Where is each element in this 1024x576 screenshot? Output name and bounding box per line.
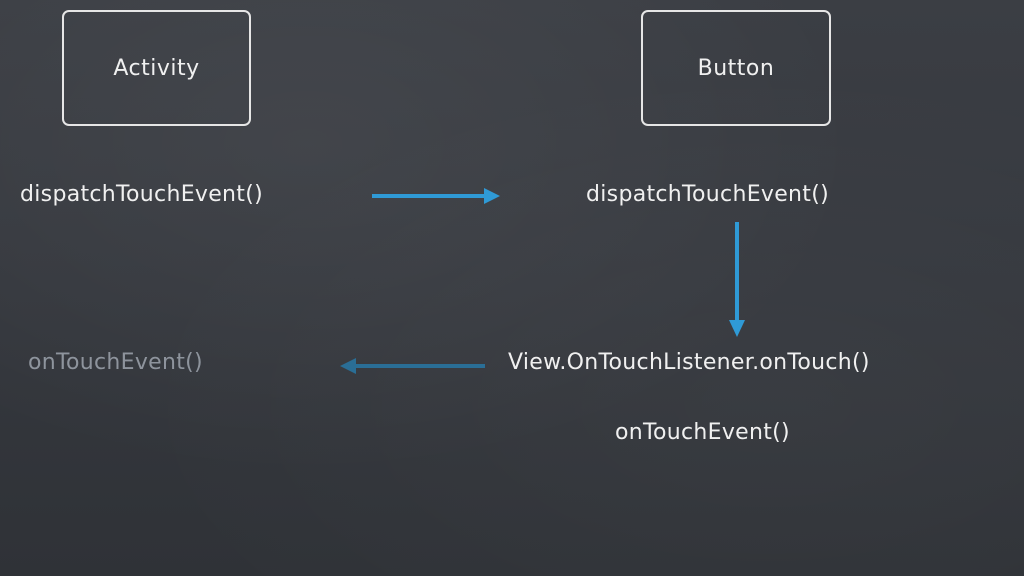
on-touch-listener-label: View.OnTouchListener.onTouch() xyxy=(508,350,870,375)
activity-node: Activity xyxy=(62,10,251,126)
activity-node-label: Activity xyxy=(113,55,200,81)
arrow-listener-to-activity-ontouchevent xyxy=(340,358,485,374)
button-on-touch-event: onTouchEvent() xyxy=(615,420,790,445)
button-node-label: Button xyxy=(697,55,775,81)
button-dispatch-touch-event: dispatchTouchEvent() xyxy=(586,182,829,207)
activity-on-touch-event: onTouchEvent() xyxy=(28,350,203,375)
arrow-dispatch-to-listener xyxy=(729,222,745,337)
activity-dispatch-touch-event: dispatchTouchEvent() xyxy=(20,182,263,207)
arrow-dispatch-to-button xyxy=(372,188,500,204)
button-node: Button xyxy=(641,10,831,126)
